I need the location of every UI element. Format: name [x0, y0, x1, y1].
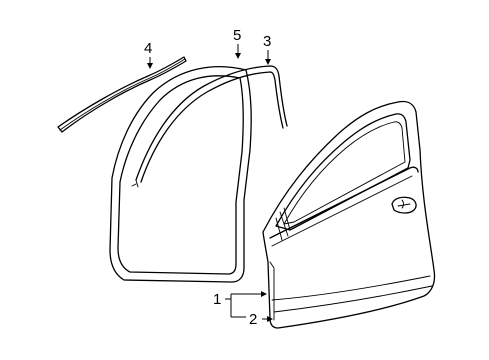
- callout-1: 1: [213, 291, 267, 317]
- door-opening-weatherstrip: [109, 66, 252, 283]
- callout-5: 5: [233, 27, 241, 59]
- door-frame-weatherstrip: [135, 65, 288, 183]
- roof-rail-weatherstrip: [57, 56, 187, 133]
- callout-2: 2: [231, 311, 273, 328]
- callout-3-label: 3: [263, 33, 271, 50]
- callout-3: 3: [263, 33, 271, 65]
- callout-2-label: 2: [249, 311, 257, 328]
- callout-4-label: 4: [144, 40, 152, 57]
- callout-5-label: 5: [233, 27, 241, 44]
- callout-4: 4: [144, 40, 153, 69]
- front-door-shell: [262, 100, 436, 329]
- callout-1-label: 1: [213, 291, 221, 308]
